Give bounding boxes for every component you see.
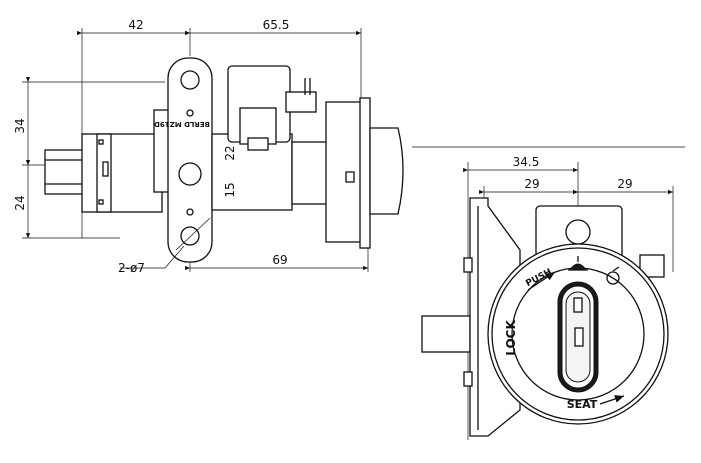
- dim-22: 22: [223, 145, 237, 160]
- plate-marking: BERLD MZ19D: [154, 120, 210, 128]
- dim-69: 69: [272, 253, 287, 267]
- dim-29-left: 29: [524, 177, 539, 191]
- label-seat: SEAT: [567, 398, 598, 411]
- dim-42: 42: [128, 18, 143, 32]
- dim-24: 24: [13, 195, 27, 210]
- label-lock: LOCK: [504, 320, 518, 356]
- front-view: [412, 146, 685, 440]
- dim-34: 34: [13, 118, 27, 133]
- dim-34-5: 34.5: [513, 155, 540, 169]
- dim-holes: 2-ø7: [118, 261, 145, 275]
- helmet-icon: [568, 256, 588, 271]
- dim-15: 15: [223, 182, 237, 197]
- side-view: BERLD MZ19D: [22, 28, 404, 272]
- dim-65-5: 65.5: [263, 18, 290, 32]
- dim-29-right: 29: [617, 177, 632, 191]
- unlock-circle-icon: [606, 266, 620, 285]
